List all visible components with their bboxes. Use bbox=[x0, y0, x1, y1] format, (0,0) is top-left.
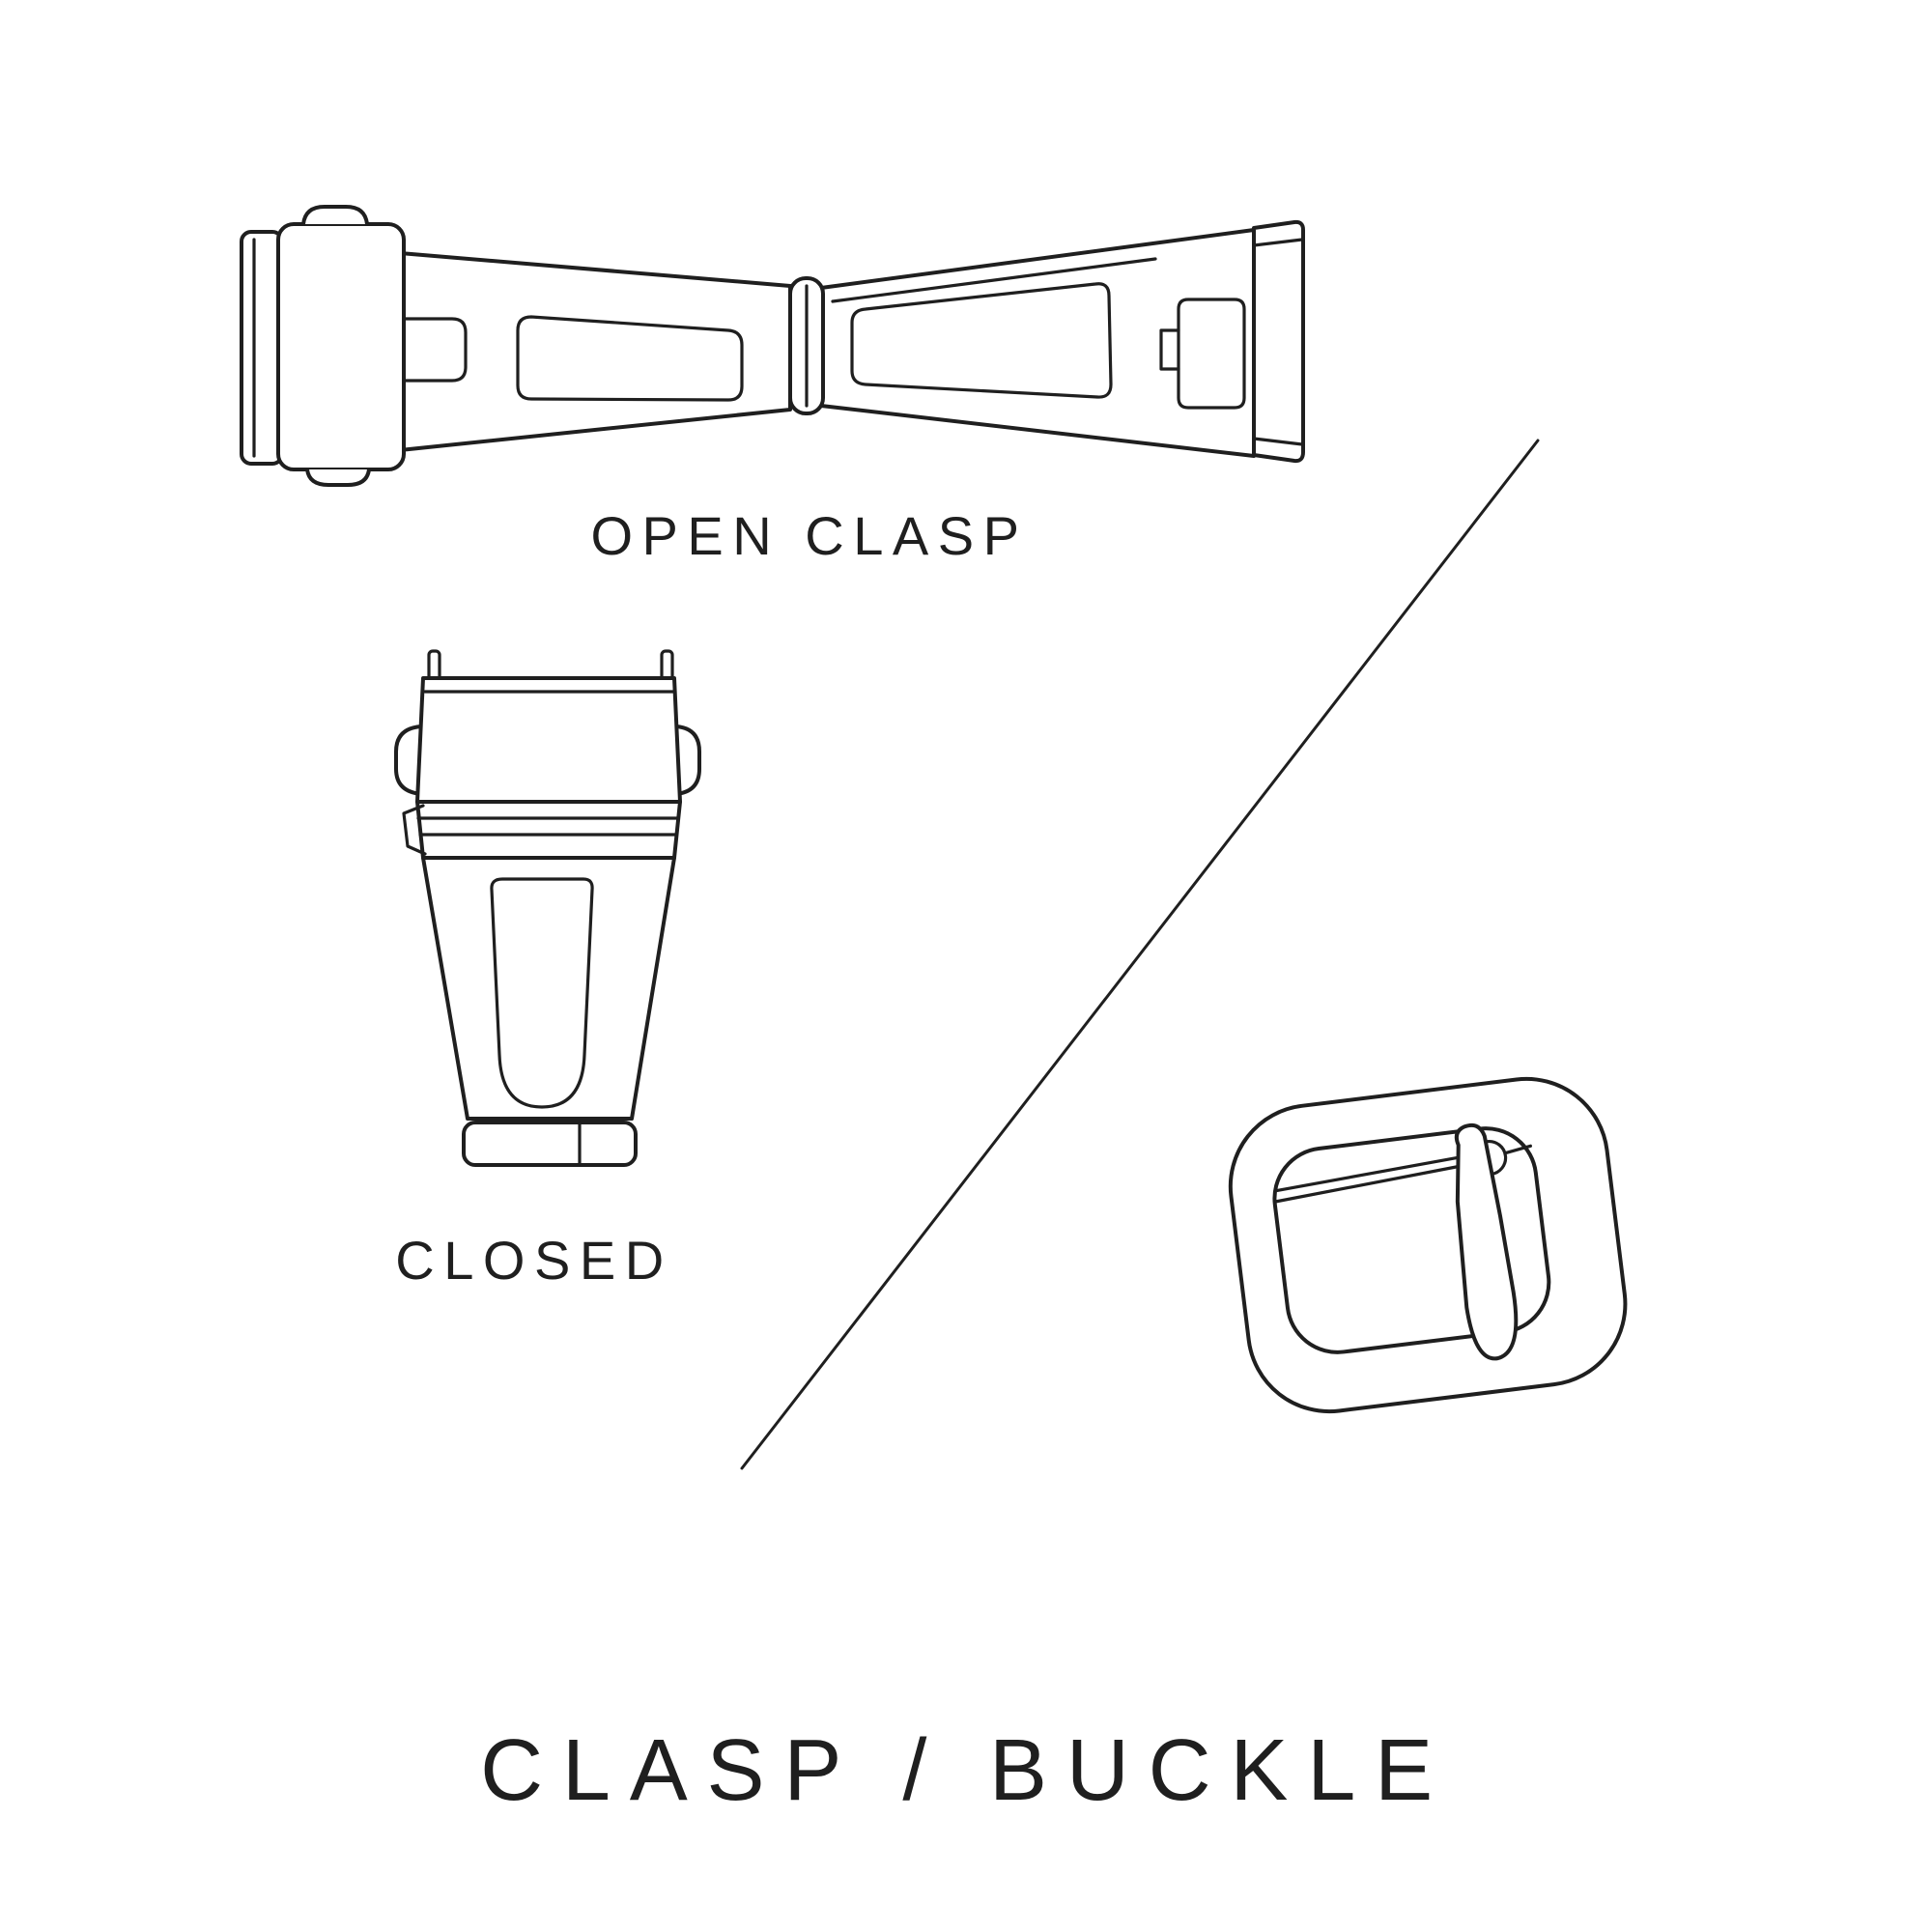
open-clasp-illustration-icon bbox=[240, 205, 1305, 487]
diagram-title: CLASP / BUCKLE bbox=[480, 1722, 1452, 1819]
closed-clasp-illustration-icon bbox=[394, 649, 701, 1167]
buckle-illustration-icon bbox=[1228, 1076, 1628, 1414]
diagonal-divider-line bbox=[740, 439, 1540, 1470]
closed-label: CLOSED bbox=[395, 1230, 673, 1291]
open-clasp-label: OPEN CLASP bbox=[590, 505, 1029, 566]
